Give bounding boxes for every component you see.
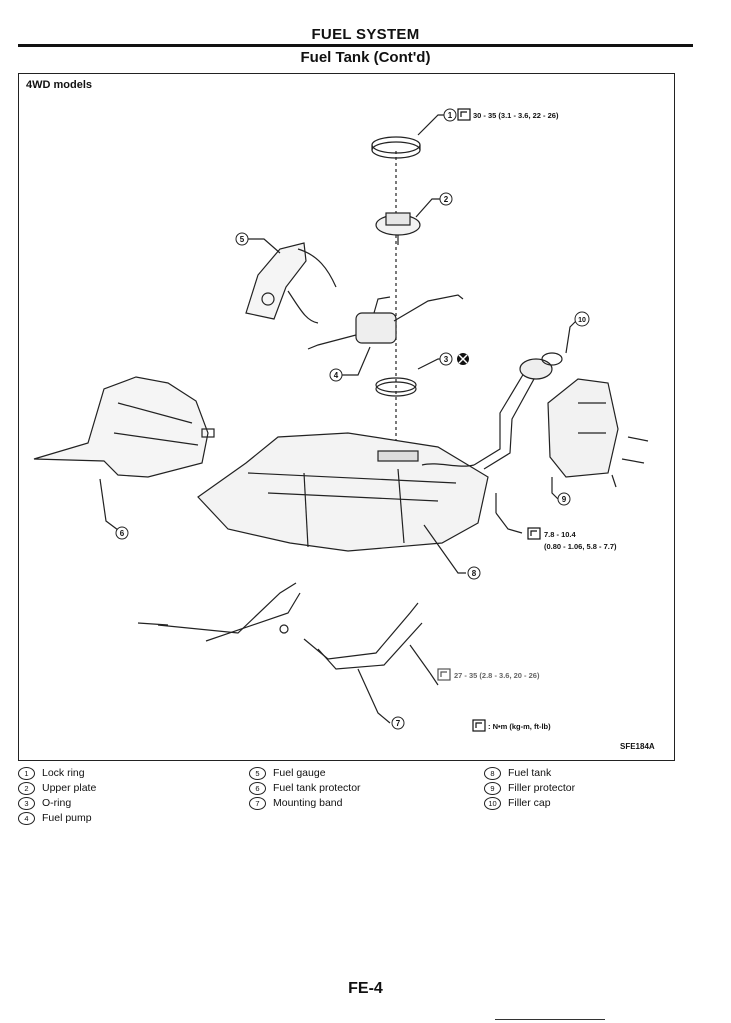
torque-wrench-icon [437,668,451,681]
page-subtitle: Fuel Tank (Cont'd) [300,49,431,66]
fuel-tank-drawing [197,432,489,552]
callout-10: 10 [578,317,586,324]
fuel-gauge-drawing [245,242,337,324]
callout-4: 4 [334,371,339,380]
model-label: 4WD models [26,79,93,91]
torque-lock-ring: 30 - 35 (3.1 - 3.6, 22 - 26) [473,111,559,120]
torque-tank-bolt-1: 7.8 - 10.4 [544,530,577,539]
callout-2: 2 [444,195,449,204]
leader-9 [551,477,559,500]
torque-tank-bolt-2: (0.80 - 1.06, 5.8 - 7.7) [544,542,617,551]
page-number: FE-4 [348,980,383,997]
filler-neck-drawing [421,352,563,470]
figure-code: SFE184A [620,742,655,751]
exploded-diagram: 1 2 3 4 5 6 7 8 9 10 30 - 35 (3.1 - 3.6,… [33,108,649,732]
torque-unit-key: : N•m (kg-m, ft-lb) [488,722,551,731]
callout-9: 9 [562,495,567,504]
diagram-frame [18,73,675,761]
do-not-reuse-icon [457,353,469,365]
header-rule [18,44,693,47]
torque-wrench-icon [472,719,486,732]
callout-6: 6 [120,529,125,538]
o-ring-drawing [375,377,417,397]
torque-wrench-icon [527,527,541,540]
callout-circles [115,108,590,730]
protector-bolts [611,436,649,488]
callout-7: 7 [396,719,401,728]
leader-6 [99,478,123,534]
leader-4 [342,346,371,376]
leader-5 [248,238,281,254]
tank-protector-drawing [33,376,215,478]
footer-rule [495,1019,605,1020]
torque-band-bolt: 27 - 35 (2.8 - 3.6, 20 - 26) [454,671,540,680]
leader-8 [423,524,466,574]
callout-8: 8 [472,569,477,578]
mounting-band-drawing [137,582,431,674]
page-title: FUEL SYSTEM [311,26,420,43]
lock-ring-drawing [371,136,421,159]
upper-plate-drawing [375,212,421,245]
fuel-pump-drawing [307,294,464,350]
callout-1: 1 [448,111,453,120]
leader-tank-bolt [495,512,523,534]
filler-protector-drawing [547,378,619,478]
torque-wrench-icon [457,108,471,121]
callout-3: 3 [444,355,449,364]
leader-10 [565,318,579,354]
leader-band-bolt [429,672,439,686]
callout-5: 5 [240,235,245,244]
leader-7 [357,668,391,724]
